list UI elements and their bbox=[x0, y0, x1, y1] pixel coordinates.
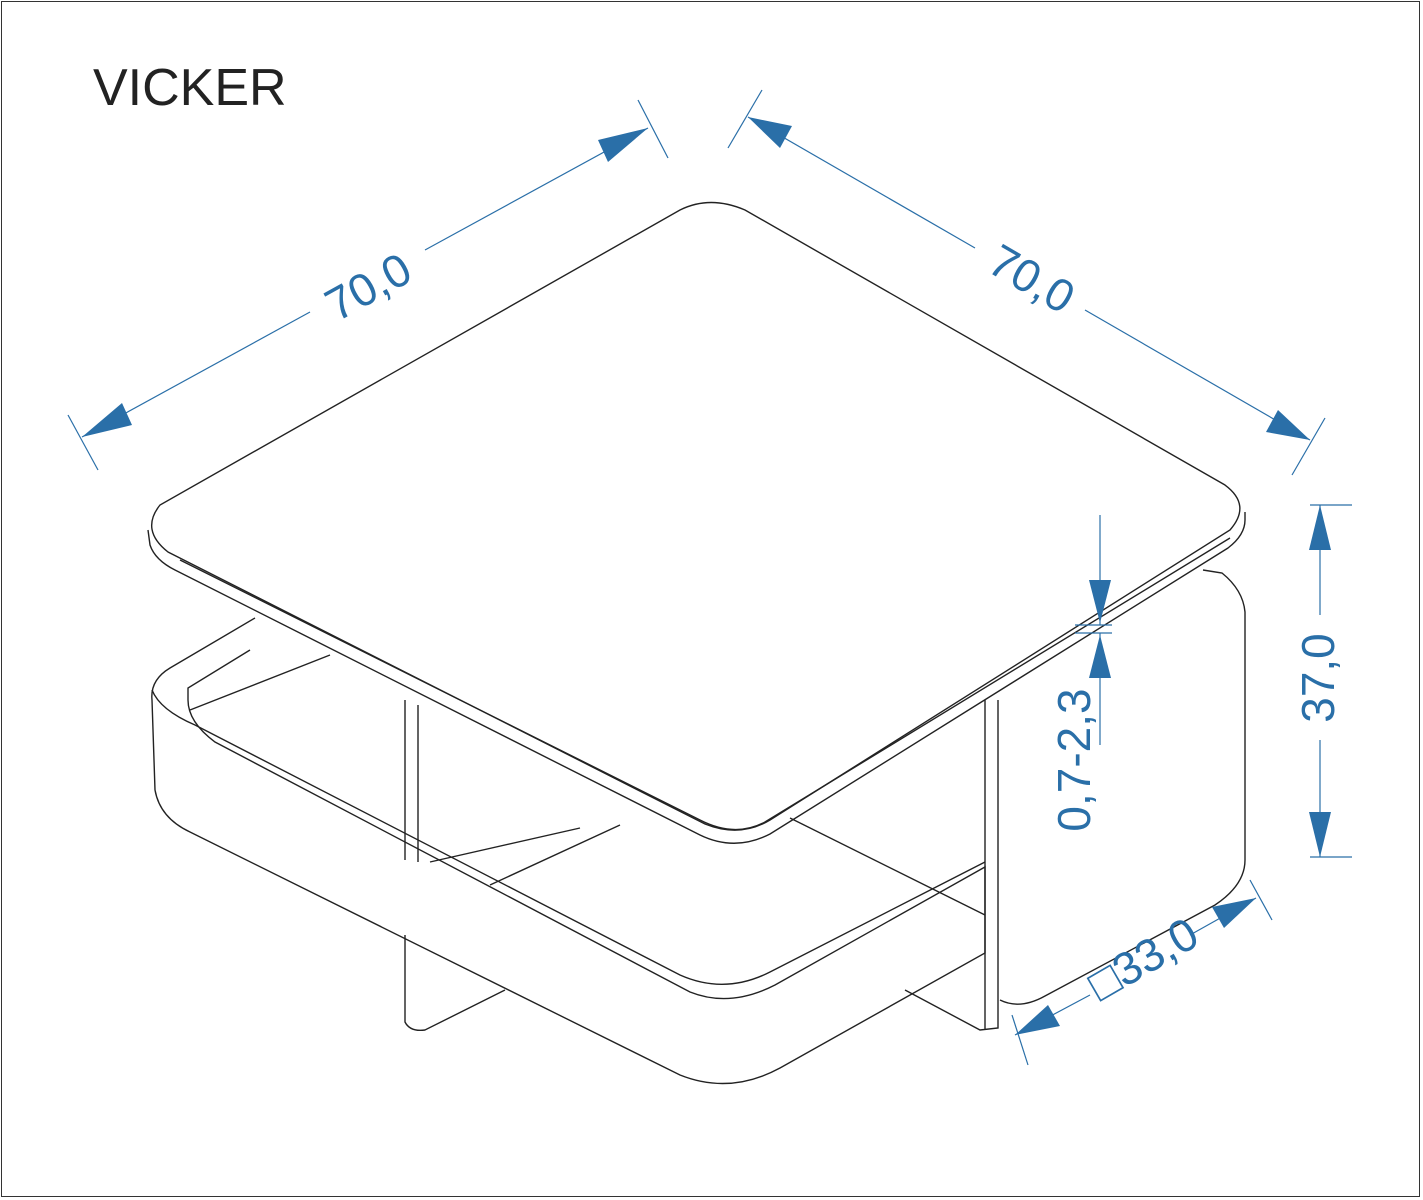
dimension-top-thickness: 0,7-2,3 bbox=[1048, 515, 1112, 832]
dimension-height: 37,0 bbox=[1292, 504, 1352, 858]
height-label: 37,0 bbox=[1292, 633, 1344, 723]
lower-shelf bbox=[151, 617, 986, 1085]
dimension-base: □33,0 bbox=[1011, 879, 1273, 1066]
width-left-label: 70,0 bbox=[316, 242, 420, 331]
base-label: □33,0 bbox=[1079, 907, 1207, 1011]
width-right-label: 70,0 bbox=[980, 234, 1084, 324]
dimension-width-left: 70,0 bbox=[67, 99, 669, 471]
legs bbox=[404, 569, 1246, 1032]
dimension-width-right: 70,0 bbox=[727, 89, 1326, 476]
product-title: VICKER bbox=[93, 59, 287, 117]
top-thickness-label: 0,7-2,3 bbox=[1048, 688, 1100, 831]
table-top bbox=[147, 201, 1246, 844]
